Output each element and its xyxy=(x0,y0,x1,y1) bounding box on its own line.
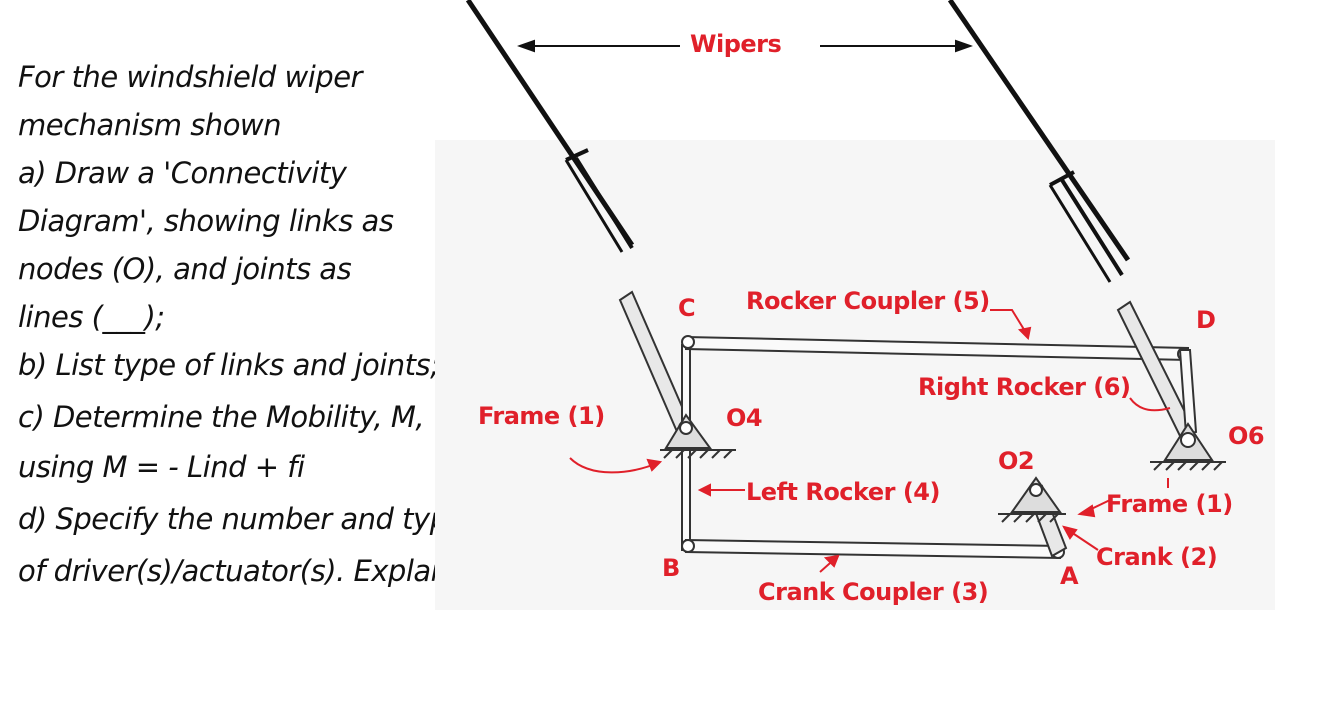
right-rocker-label: Right Rocker (6) xyxy=(918,373,1131,401)
question-line: For the windshield wiper xyxy=(18,60,362,94)
question-line: nodes (O), and joints as xyxy=(18,252,352,286)
joint-c-label: C xyxy=(678,294,696,322)
o4-label: O4 xyxy=(726,404,763,432)
o2-pivot-support xyxy=(998,476,1066,523)
right-rocker-arrow xyxy=(1129,397,1171,412)
annotation-arrows xyxy=(569,309,1171,573)
o2-label: O2 xyxy=(998,447,1035,475)
crank-label: Crank (2) xyxy=(1096,543,1218,571)
rocker-coupler-label: Rocker Coupler (5) xyxy=(746,287,990,315)
right-wiper-blade xyxy=(947,0,1131,283)
o6-label: O6 xyxy=(1228,422,1265,450)
left-wiper-blade xyxy=(465,0,635,253)
right-rocker-link xyxy=(1116,300,1198,442)
joint-a-label: A xyxy=(1060,562,1079,590)
question-line: lines (___); xyxy=(18,300,165,334)
question-line: using M = - Lind + fi xyxy=(18,450,305,484)
question-line: c) Determine the Mobility, M, xyxy=(18,400,425,434)
rocker-coupler-arrow xyxy=(990,309,1029,337)
question-line: b) List type of links and joints; xyxy=(18,348,440,382)
question-line: of driver(s)/actuator(s). Explain! xyxy=(18,554,468,588)
o6-pivot-support xyxy=(1150,422,1226,471)
o4-pivot-support xyxy=(660,413,736,459)
diagram-background xyxy=(435,140,1275,610)
joint-d-label: D xyxy=(1196,306,1216,334)
question-line: mechanism shown xyxy=(18,108,282,142)
frame-left-label: Frame (1) xyxy=(478,402,605,430)
wipers-label: Wipers xyxy=(690,30,782,58)
frame-right-label: Frame (1) xyxy=(1106,490,1233,518)
question-line: a) Draw a 'Connectivity xyxy=(18,156,347,190)
crank-coupler-label: Crank Coupler (3) xyxy=(758,578,989,606)
question-line: d) Specify the number and type xyxy=(18,502,465,536)
joint-b-label: B xyxy=(662,554,680,582)
question-line: Diagram', showing links as xyxy=(18,204,394,238)
left-rocker-label: Left Rocker (4) xyxy=(746,478,940,506)
wipers-span-arrow xyxy=(517,39,973,53)
